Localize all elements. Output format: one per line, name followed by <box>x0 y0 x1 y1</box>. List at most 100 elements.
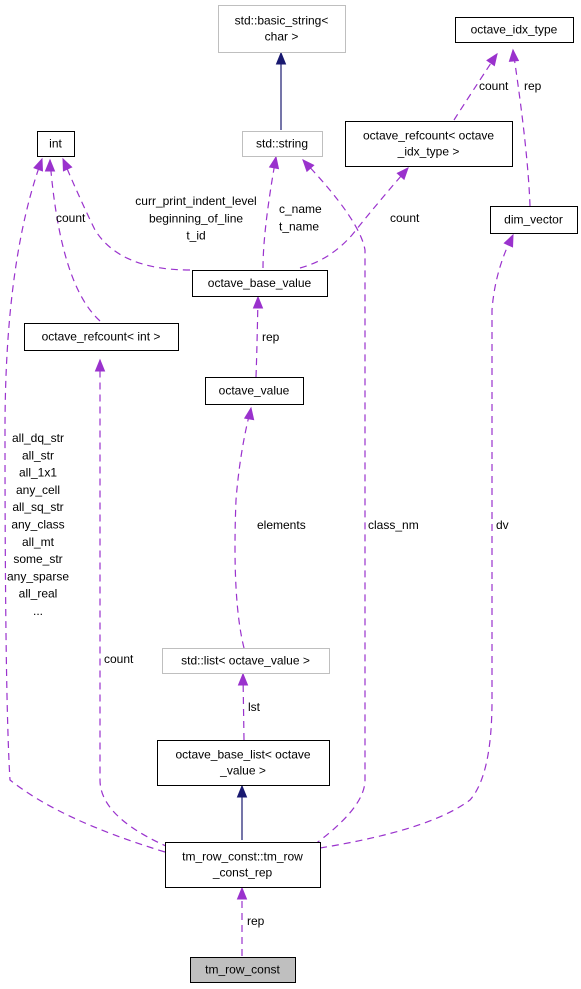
node-box <box>37 131 75 157</box>
edge-label-line: any_class <box>11 518 64 532</box>
edge-label-elements: elements <box>257 518 306 532</box>
arrowhead <box>508 48 520 62</box>
edge-std-string-to-tm-row-const-rep <box>302 159 366 853</box>
node-label: std::string <box>256 137 308 151</box>
node-label: tm_row_const <box>205 963 280 977</box>
edge-octave-base-list-to-tm-row-const-rep <box>236 784 248 840</box>
edge-dim-vector-to-tm-row-const-rep <box>319 233 514 849</box>
arrowhead <box>44 158 56 172</box>
arrowhead <box>275 51 287 65</box>
edge-label-lst: lst <box>248 700 261 714</box>
arrowhead <box>236 886 248 900</box>
edge-label-line: all_1x1 <box>19 466 57 480</box>
edge-label-class-nm: class_nm <box>368 518 419 532</box>
arrowhead <box>486 52 498 67</box>
edge-label-rep-b: rep <box>262 330 280 344</box>
node-dim-vector[interactable]: dim_vector <box>490 206 578 234</box>
node-octave-base-value[interactable]: octave_base_value <box>192 270 328 297</box>
edge-tm-row-const-rep-to-tm-row-const <box>236 886 248 956</box>
node-octave-base-list[interactable]: octave_base_list< octave_value > <box>157 740 330 786</box>
node-box <box>162 648 330 674</box>
node-label: octave_idx_type <box>471 23 558 37</box>
node-tm-row-const[interactable]: tm_row_const <box>190 957 296 983</box>
edge-label-count-d: count <box>104 652 134 666</box>
edge-label-count-c: count <box>390 211 420 225</box>
node-box <box>345 121 513 167</box>
node-box <box>242 131 323 157</box>
edge-label-line: lst <box>248 700 261 714</box>
edge-label-many: all_dq_strall_strall_1x1any_cellall_sq_s… <box>7 431 69 618</box>
arrowhead <box>62 157 73 172</box>
edge-label-line: all_sq_str <box>12 500 63 514</box>
edge-std-list-to-octave-base-list <box>237 672 249 741</box>
node-box <box>490 206 578 234</box>
edge-label-line: some_str <box>13 552 62 566</box>
arrowhead <box>252 295 264 309</box>
edge-label-line: count <box>104 652 134 666</box>
node-label: octave_base_value <box>208 276 312 290</box>
arrowhead <box>302 159 315 173</box>
edge-label-line: count <box>479 79 509 93</box>
edge-label-obv-string: c_name t_name <box>279 202 322 233</box>
edge-label-line: t_name <box>279 219 319 233</box>
edge-label-line: beginning_of_line <box>149 211 243 225</box>
node-box <box>190 957 296 983</box>
edge-basic-string-to-std-string <box>275 51 287 130</box>
edge-label-line: t_id <box>186 229 205 243</box>
node-int[interactable]: int <box>37 131 75 157</box>
node-box <box>205 377 304 405</box>
edge-label-line: rep <box>247 914 265 928</box>
node-std-string[interactable]: std::string <box>242 131 323 157</box>
edge-label-line: count <box>390 211 420 225</box>
edge-label-line: all_str <box>22 448 54 462</box>
edge-label-count-b: count <box>56 211 86 225</box>
edge-refcount-int-to-tm-row-const-rep <box>94 358 181 853</box>
edge-octave-base-value-to-octave-value <box>252 295 264 378</box>
edge-label-line: rep <box>262 330 280 344</box>
arrowhead <box>503 233 514 248</box>
edge-int-to-octave-base-value <box>62 157 191 271</box>
edge-label-line: class_nm <box>368 518 419 532</box>
node-basic-string[interactable]: std::basic_string<char > <box>218 5 346 53</box>
node-label: _const_rep <box>212 866 273 880</box>
node-label: octave_base_list< octave <box>175 748 310 762</box>
node-label: std::list< octave_value > <box>181 654 310 668</box>
node-label: char > <box>265 30 299 44</box>
edge-label-line: c_name <box>279 202 322 216</box>
edge-int-to-tm-row-const-rep <box>4 157 166 853</box>
node-box <box>192 270 328 297</box>
edge-label-rep-a: rep <box>524 79 542 93</box>
edge-label-line: elements <box>257 518 306 532</box>
node-tm-row-const-rep[interactable]: tm_row_const::tm_row_const_rep <box>165 842 321 888</box>
arrowhead <box>237 672 249 686</box>
edge-int-to-refcount-int <box>44 158 101 322</box>
edge-std-string-to-octave-base-value <box>262 155 280 269</box>
edge-label-line: dv <box>496 518 509 532</box>
node-octave-idx-type[interactable]: octave_idx_type <box>455 17 574 43</box>
node-octave-value[interactable]: octave_value <box>205 377 304 405</box>
edge-octave-idx-type-to-dim-vector <box>508 48 531 207</box>
node-box <box>165 842 321 888</box>
node-label: int <box>49 137 62 151</box>
edge-label-line: count <box>56 211 86 225</box>
node-label: octave_refcount< octave <box>363 129 494 143</box>
edge-refcount-idx-to-octave-base-value <box>299 167 409 269</box>
node-label: _idx_type > <box>397 145 460 159</box>
edge-label-obv-int: curr_print_indent_levelbeginning_of_line… <box>135 194 256 243</box>
node-label: octave_refcount< int > <box>42 330 161 344</box>
edge-label-line: rep <box>524 79 542 93</box>
node-box <box>455 17 574 43</box>
edge-label-line: any_sparse <box>7 569 69 583</box>
edge-label-rep-c: rep <box>247 914 265 928</box>
node-refcount-int[interactable]: octave_refcount< int > <box>24 323 179 351</box>
arrowhead <box>268 155 280 170</box>
node-label: tm_row_const::tm_row <box>182 850 303 864</box>
node-box <box>218 5 346 53</box>
node-box <box>157 740 330 786</box>
node-label: octave_value <box>219 384 290 398</box>
edge-label-line: any_cell <box>16 483 60 497</box>
node-refcount-idx[interactable]: octave_refcount< octave _idx_type > <box>345 121 513 167</box>
arrowhead <box>33 157 43 172</box>
arrowhead <box>94 358 106 372</box>
node-std-list[interactable]: std::list< octave_value > <box>162 648 330 674</box>
